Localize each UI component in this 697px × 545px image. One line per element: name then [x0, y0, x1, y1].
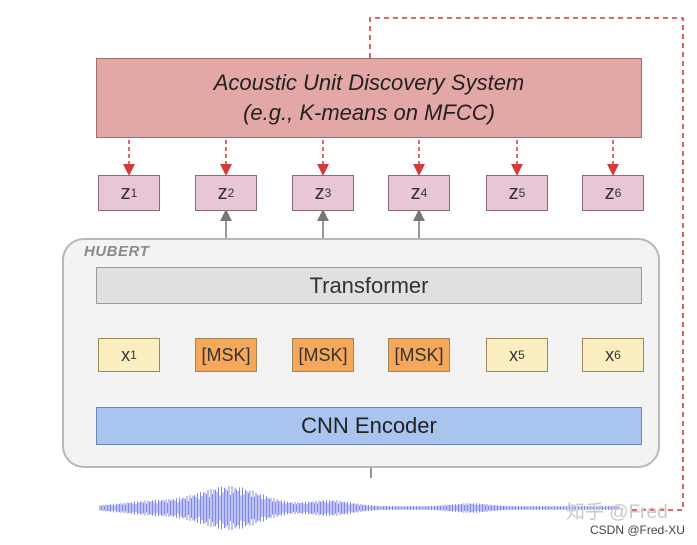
target-unit-symbol: z [410, 181, 421, 204]
dashed-target-arrows [123, 140, 619, 176]
target-unit-index: 4 [420, 186, 428, 200]
target-unit-symbol: z [120, 181, 131, 204]
aud-title: Acoustic Unit Discovery System [213, 70, 525, 95]
target-unit-symbol: z [217, 181, 228, 204]
acoustic-unit-discovery-box: Acoustic Unit Discovery System (e.g., K-… [96, 58, 642, 138]
mask-token-label: [MSK] [298, 344, 348, 365]
target-unit-index: 6 [614, 186, 622, 200]
transformer-label: Transformer [309, 272, 429, 298]
feedback-dashed-line [369, 17, 684, 511]
target-unit-symbol: z [604, 181, 615, 204]
target-unit-index: 1 [130, 186, 138, 200]
waveform-signal [99, 486, 620, 530]
aud-subtitle: (e.g., K-means on MFCC) [243, 100, 495, 125]
input-frame-index: 1 [130, 348, 137, 362]
target-unit-symbol: z [508, 181, 519, 204]
audio-waveform [99, 486, 620, 530]
zhihu-watermark: 知乎 @Fred [566, 502, 668, 523]
target-unit-index: 2 [227, 186, 235, 200]
input-frame-symbol: x [605, 344, 615, 365]
mask-token-label: [MSK] [201, 344, 251, 365]
transformer-block: Transformer [96, 267, 642, 304]
mask-token-label: [MSK] [394, 344, 444, 365]
input-frame-symbol: x [509, 344, 519, 365]
input-frame-symbol: x [121, 344, 131, 365]
target-unit-symbol: z [314, 181, 325, 204]
target-unit-index: 3 [324, 186, 332, 200]
hubert-label: HUBERT [84, 243, 150, 260]
cnn-encoder-block: CNN Encoder [96, 407, 642, 445]
input-frame-index: 6 [614, 348, 621, 362]
masked-token: [MSK] [388, 338, 450, 372]
input-frame-index: 5 [518, 348, 525, 362]
csdn-watermark: CSDN @Fred-XU [590, 523, 685, 537]
masked-token: [MSK] [195, 338, 257, 372]
cnn-encoder-label: CNN Encoder [301, 413, 437, 438]
masked-token: [MSK] [292, 338, 354, 372]
target-unit-index: 5 [518, 186, 526, 200]
